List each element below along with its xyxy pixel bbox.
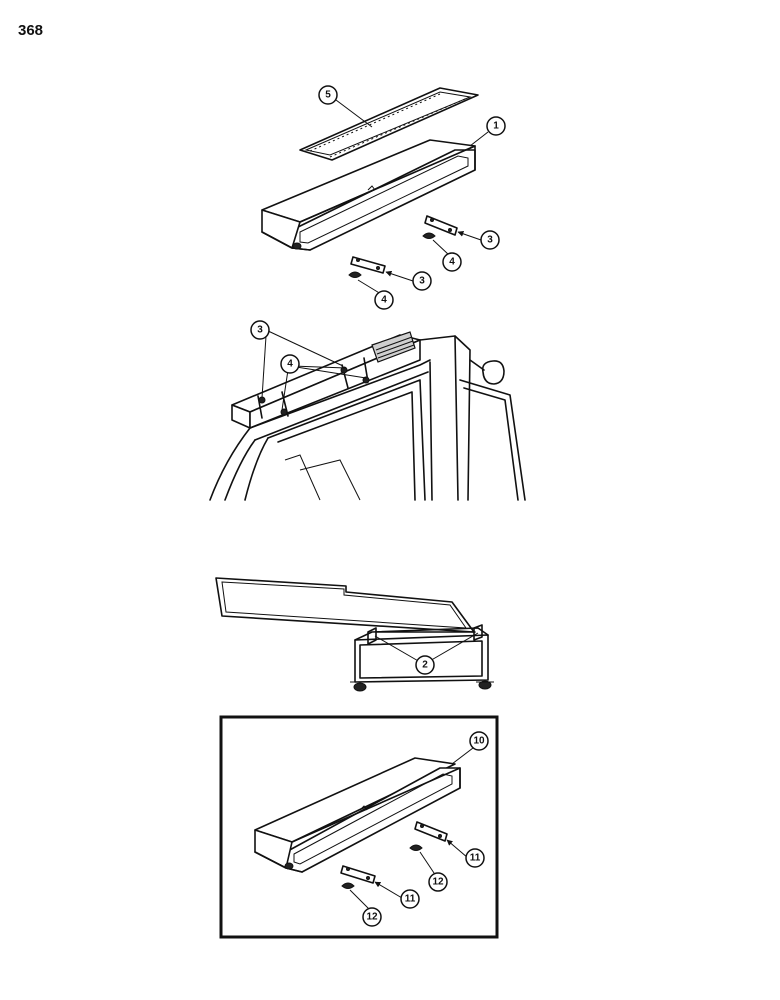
callout-12-upper: 12 — [419, 851, 448, 892]
strap-part-11-upper — [414, 821, 448, 842]
callout-3-cab: 3 — [250, 320, 344, 399]
callout-11-upper: 11 — [446, 839, 485, 868]
wing-nut-part-12-lower — [341, 882, 355, 889]
gasket-part-5 — [299, 87, 479, 161]
callout-11-lower: 11 — [374, 881, 420, 909]
wing-nut-part-4-lower — [348, 271, 362, 278]
callout-2: 2 — [374, 632, 479, 675]
callout-3-upper-label: 3 — [487, 235, 493, 246]
callout-1: 1 — [469, 116, 506, 147]
callout-11-upper-label: 11 — [470, 853, 481, 864]
callout-2-label: 2 — [422, 660, 428, 671]
callout-3-cab-label: 3 — [257, 325, 263, 336]
page-number: 368 — [18, 22, 44, 39]
callout-3-lower-label: 3 — [419, 276, 425, 287]
hinged-housing-illustration — [215, 577, 494, 692]
callout-4-lower-label: 4 — [381, 295, 387, 306]
strap-part-3-lower — [350, 256, 386, 274]
callout-4-cab-label: 4 — [287, 359, 293, 370]
callout-3-lower: 3 — [385, 270, 432, 291]
callout-12-upper-label: 12 — [432, 877, 444, 888]
callout-12-lower-label: 12 — [366, 912, 378, 923]
callout-5: 5 — [318, 85, 373, 128]
callout-10-label: 10 — [473, 736, 485, 747]
wing-nut-part-4-upper — [422, 232, 436, 239]
filter-housing-part-10 — [254, 757, 461, 873]
callout-11-lower-label: 11 — [405, 894, 416, 905]
strap-part-3-upper — [424, 215, 458, 236]
callout-4-upper: 4 — [432, 239, 462, 272]
callout-5-label: 5 — [325, 90, 331, 101]
strap-part-11-lower — [340, 865, 376, 884]
callout-4-lower: 4 — [357, 279, 394, 310]
callout-10: 10 — [451, 731, 489, 765]
callout-1-label: 1 — [493, 121, 499, 132]
callout-4-upper-label: 4 — [449, 257, 455, 268]
cab-illustration — [209, 331, 526, 501]
filter-housing-part-1 — [261, 139, 476, 251]
wing-nut-part-12-upper — [409, 844, 423, 851]
callout-3-upper: 3 — [457, 230, 500, 250]
inset-box — [219, 715, 499, 939]
callout-12-lower: 12 — [349, 889, 382, 927]
callout-4-cab: 4 — [280, 354, 367, 411]
